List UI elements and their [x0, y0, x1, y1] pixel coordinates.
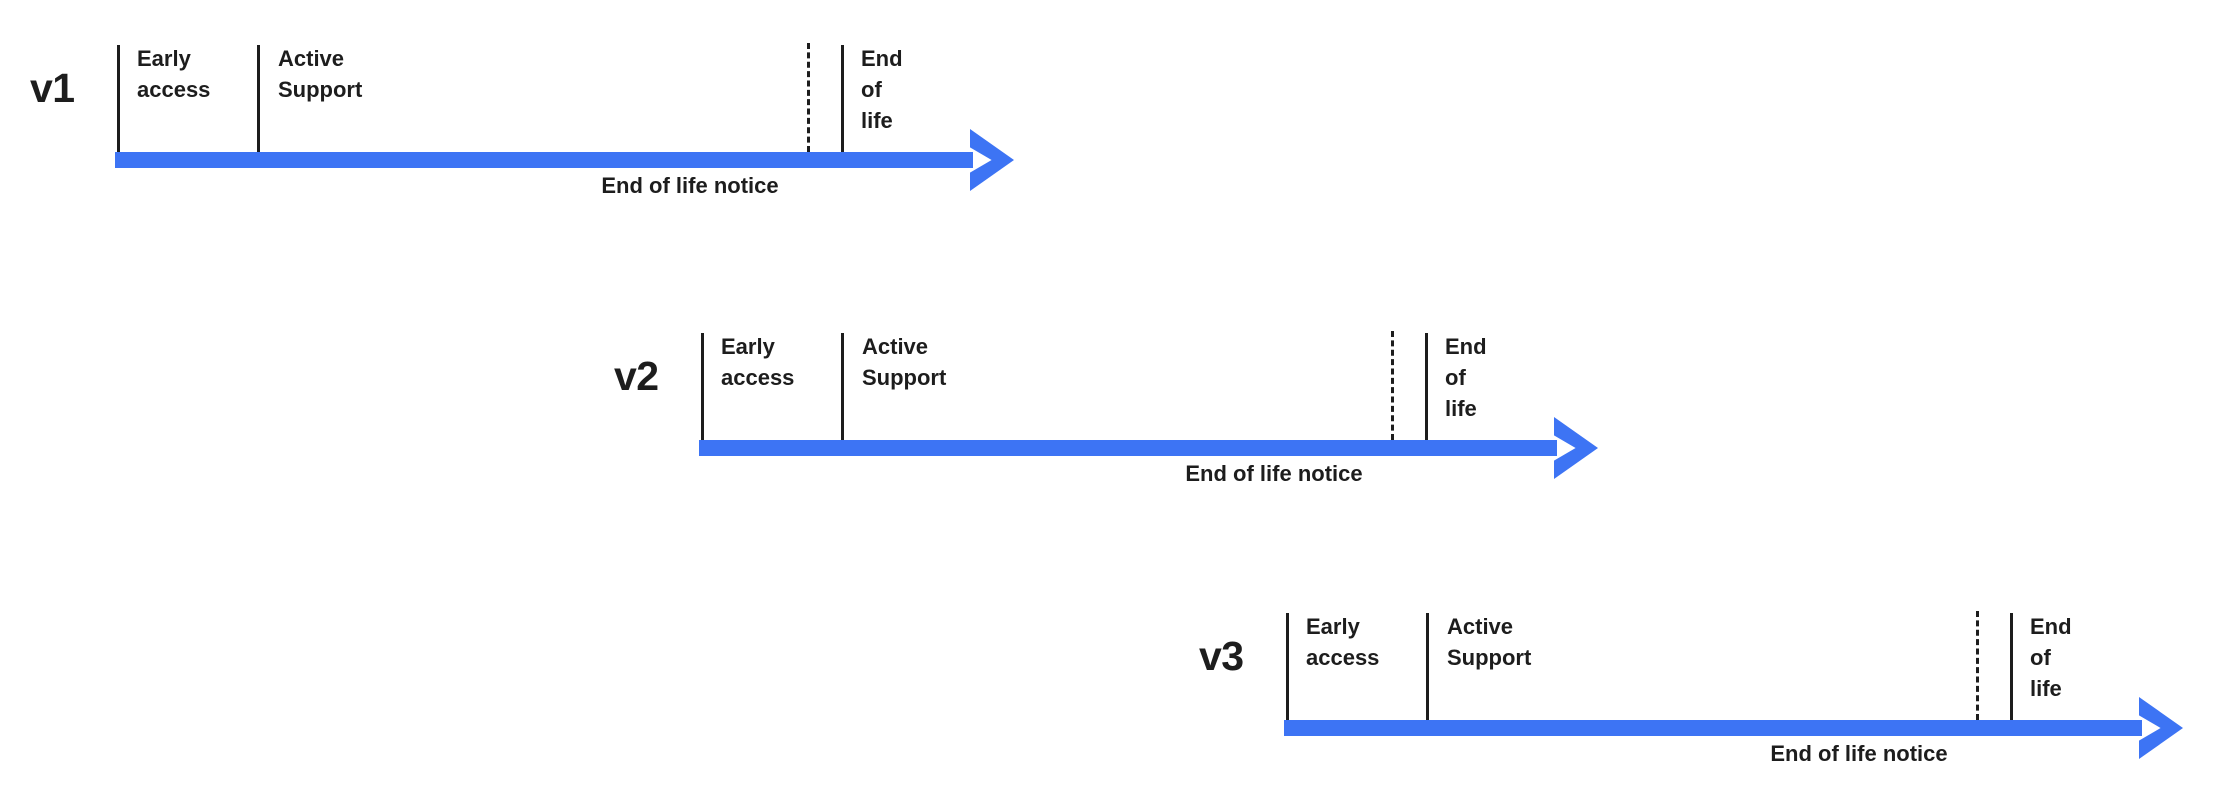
timeline-bar	[1284, 720, 2142, 736]
phase-divider	[1286, 613, 1289, 720]
phase-divider	[117, 45, 120, 152]
phase-divider	[257, 45, 260, 152]
phase-divider-dashed	[1391, 331, 1394, 440]
phase-divider-dashed	[807, 43, 810, 152]
phase-label: Early access	[1306, 614, 1380, 670]
phase-divider	[701, 333, 704, 440]
phase-label: End of life	[1445, 334, 1487, 421]
phase-divider	[841, 45, 844, 152]
version-label: v3	[1199, 633, 1244, 679]
phase-divider-dashed	[1976, 611, 1979, 720]
phase-divider	[841, 333, 844, 440]
end-of-life-notice-label: End of life notice	[601, 173, 779, 198]
phase-label: End of life	[861, 46, 903, 133]
version-label: v2	[614, 353, 659, 399]
phase-divider	[2010, 613, 2013, 720]
arrow-head-icon	[970, 129, 1014, 191]
version-label: v1	[30, 65, 75, 111]
phase-label: Active Support	[278, 46, 363, 102]
phase-divider	[1425, 333, 1428, 440]
end-of-life-notice-label: End of life notice	[1185, 461, 1363, 486]
timeline-bar	[115, 152, 973, 168]
phase-label: Early access	[137, 46, 211, 102]
arrow-head-icon	[1554, 417, 1598, 479]
phase-divider	[1426, 613, 1429, 720]
phase-label: End of life	[2030, 614, 2072, 701]
arrow-head-icon	[2139, 697, 2183, 759]
phase-label: Early access	[721, 334, 795, 390]
phase-label: Active Support	[862, 334, 947, 390]
end-of-life-notice-label: End of life notice	[1770, 741, 1948, 766]
phase-label: Active Support	[1447, 614, 1532, 670]
timeline-bar	[699, 440, 1557, 456]
